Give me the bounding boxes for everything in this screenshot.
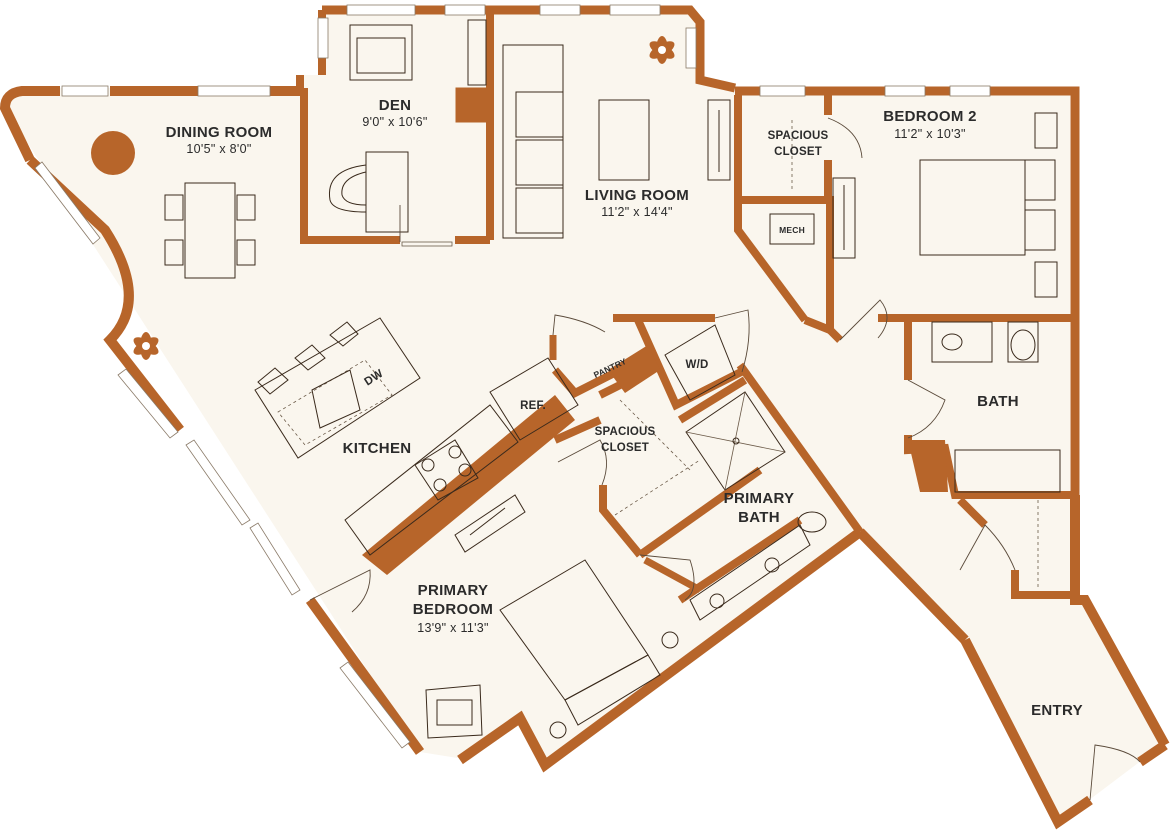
primary-bath-line2: BATH xyxy=(738,509,780,526)
dining-room-dims: 10'5" x 8'0" xyxy=(186,142,252,156)
wd-label: W/D xyxy=(685,359,709,371)
den-label: DEN xyxy=(378,97,412,114)
living-room-dims: 11'2" x 14'4" xyxy=(601,205,673,219)
bedroom-2-label: BEDROOM 2 xyxy=(883,108,977,125)
kitchen-label: KITCHEN xyxy=(342,440,412,457)
closet-mid-line1: SPACIOUS xyxy=(594,426,656,438)
closet-top-line1: SPACIOUS xyxy=(767,130,829,142)
doors xyxy=(309,117,1141,801)
furniture xyxy=(91,19,1061,739)
living-room-label: LIVING ROOM xyxy=(584,187,690,204)
mech-label: MECH xyxy=(779,225,805,235)
windows xyxy=(34,4,991,749)
kitchen-divider-wall xyxy=(362,395,575,575)
bedroom-2-dims: 11'2" x 10'3" xyxy=(894,127,966,141)
floor-area xyxy=(5,10,1162,822)
plant-icon xyxy=(133,332,159,360)
primary-bedroom-dims: 13'9" x 11'3" xyxy=(417,621,489,635)
interior-walls xyxy=(300,10,1075,604)
den-dims: 9'0" x 10'6" xyxy=(362,115,428,129)
closet-mid-line2: CLOSET xyxy=(601,442,649,454)
bath-label: BATH xyxy=(977,393,1019,410)
primary-bedroom-line2: BEDROOM xyxy=(412,601,494,618)
primary-bedroom-line1: PRIMARY xyxy=(417,582,489,599)
primary-bath-line1: PRIMARY xyxy=(723,490,795,507)
closet-top-line2: CLOSET xyxy=(774,146,822,158)
ref-label: REF. xyxy=(520,400,546,412)
entry-label: ENTRY xyxy=(1031,702,1083,719)
dining-room-label: DINING ROOM xyxy=(165,124,273,141)
plant-icon xyxy=(649,36,675,64)
